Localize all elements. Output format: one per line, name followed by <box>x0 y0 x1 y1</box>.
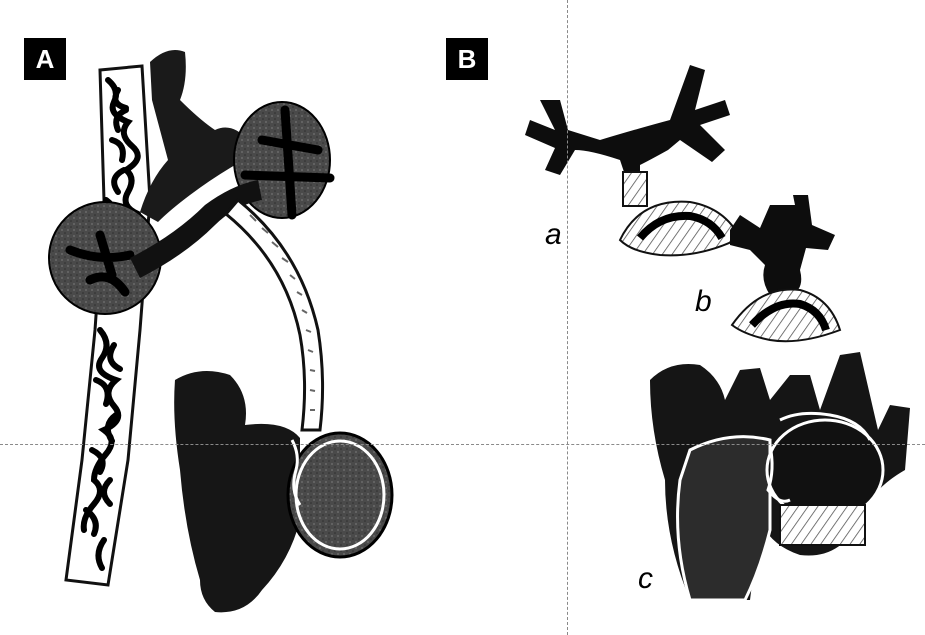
horizontal-guide-line <box>0 444 925 445</box>
heart-a <box>174 371 392 612</box>
panel-label-a: A <box>24 38 66 80</box>
stage-c-heart <box>650 352 910 600</box>
panel-a-drawing <box>49 50 392 612</box>
stage-label-b: b <box>695 285 712 319</box>
vessel-tube <box>66 66 150 585</box>
vertical-guide-line <box>567 0 568 635</box>
stage-label-a: a <box>545 218 562 252</box>
stage-label-c: c <box>638 562 653 596</box>
panel-label-b: B <box>446 38 488 80</box>
stage-b-structure <box>730 195 840 341</box>
panel-b-drawing <box>525 65 910 600</box>
